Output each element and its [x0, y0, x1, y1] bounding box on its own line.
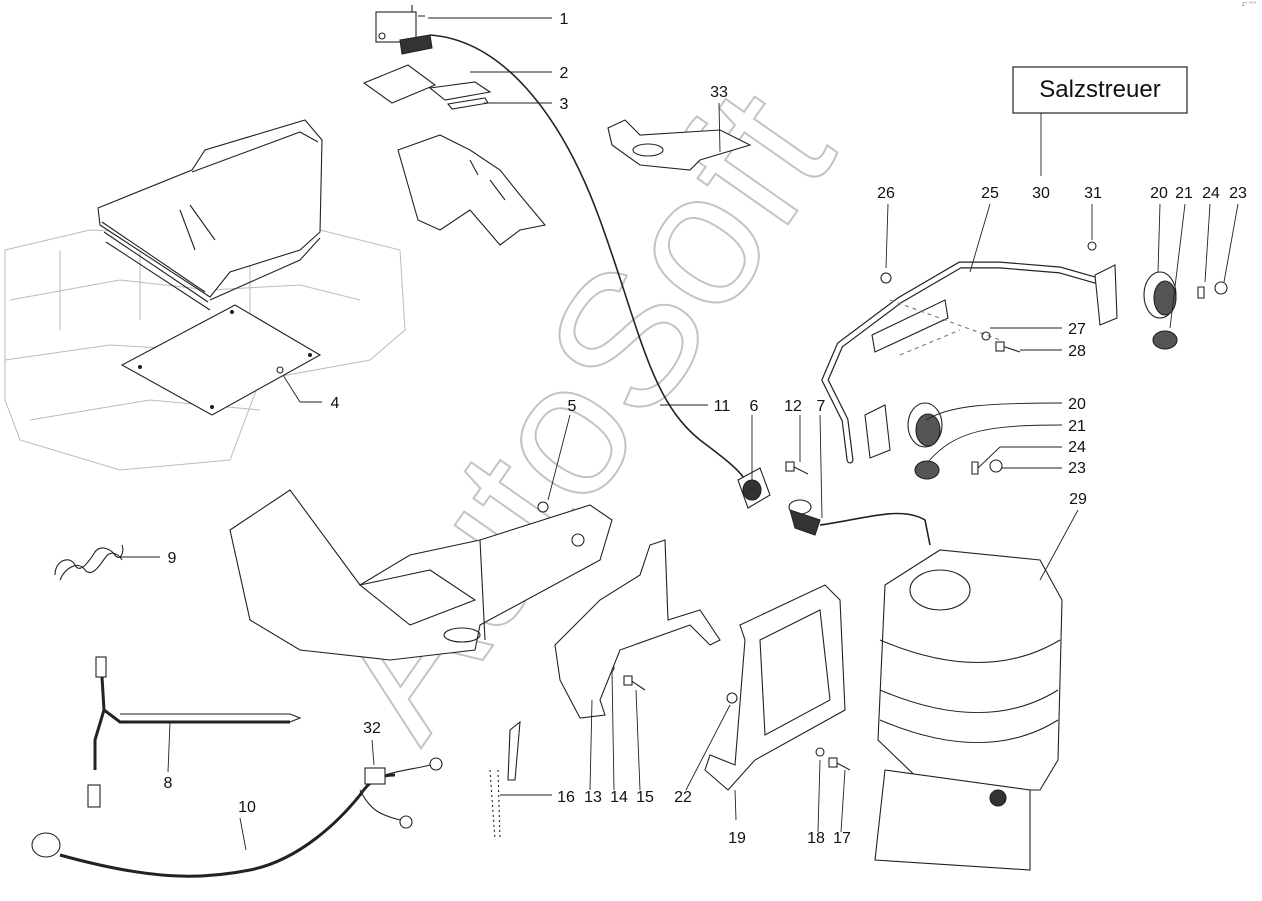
callout-13: 13 [584, 789, 602, 806]
callout-7: 7 [817, 398, 826, 415]
part-33 [607, 119, 752, 171]
part-plate [362, 64, 492, 110]
callout-25: 25 [981, 185, 999, 202]
callout-3: 3 [560, 96, 569, 113]
callout-11: 11 [714, 398, 731, 415]
callout-21b: 21 [1068, 418, 1086, 435]
light-bar [821, 261, 1118, 464]
callout-20a: 20 [1150, 185, 1168, 202]
callout-4: 4 [331, 395, 340, 412]
seat [97, 119, 323, 311]
callout-16: 16 [557, 789, 575, 806]
lamp-lower [907, 402, 1003, 480]
callout-24a: 24 [1202, 185, 1220, 202]
callout-18: 18 [807, 830, 825, 847]
callout-9: 9 [168, 550, 177, 567]
cable-10 [31, 757, 443, 878]
leader-lines [120, 17, 1239, 851]
callout-10: 10 [238, 799, 256, 816]
salt-spreader [874, 549, 1063, 871]
callout-22: 22 [674, 789, 692, 806]
callout-27: 27 [1068, 321, 1086, 338]
callout-32: 32 [363, 720, 381, 737]
spring-9 [54, 544, 124, 581]
callout-21a: 21 [1175, 185, 1193, 202]
cable-8 [87, 656, 302, 808]
fasteners [537, 241, 1097, 771]
callout-24b: 24 [1068, 439, 1086, 456]
callout-12: 12 [784, 398, 802, 415]
callout-23a: 23 [1229, 185, 1247, 202]
callout-15: 15 [636, 789, 654, 806]
lamp-upper [1143, 271, 1228, 350]
callout-30: 30 [1032, 185, 1050, 202]
callout-31: 31 [1084, 185, 1102, 202]
callout-2: 2 [560, 65, 569, 82]
callout-29: 29 [1069, 491, 1087, 508]
callout-1: 1 [560, 11, 569, 28]
callout-box [1012, 66, 1188, 114]
fender-upper [397, 134, 547, 246]
callout-19: 19 [728, 830, 746, 847]
callout-28: 28 [1068, 343, 1086, 360]
socket-plug [737, 467, 931, 546]
callout-numbers: 1 2 3 4 5 6 7 8 9 10 11 12 13 14 15 16 1… [164, 11, 1247, 847]
callout-5: 5 [568, 398, 577, 415]
fender-lower [229, 489, 613, 661]
callout-23b: 23 [1068, 460, 1086, 477]
corner-code: z° °°° [1241, 2, 1256, 8]
callout-17: 17 [833, 830, 851, 847]
callout-33: 33 [710, 84, 728, 101]
part-switch [375, 5, 433, 55]
callout-6: 6 [750, 398, 759, 415]
callout-26: 26 [877, 185, 895, 202]
bracket-19 [704, 584, 846, 791]
callout-20b: 20 [1068, 396, 1086, 413]
floor-plate [120, 304, 322, 416]
callout-14: 14 [610, 789, 628, 806]
cable-11 [429, 34, 746, 481]
callout-8: 8 [164, 775, 173, 792]
pin-16 [489, 720, 521, 841]
bracket-13 [554, 539, 721, 719]
callout-box-label: Salzstreuer [1039, 76, 1160, 103]
